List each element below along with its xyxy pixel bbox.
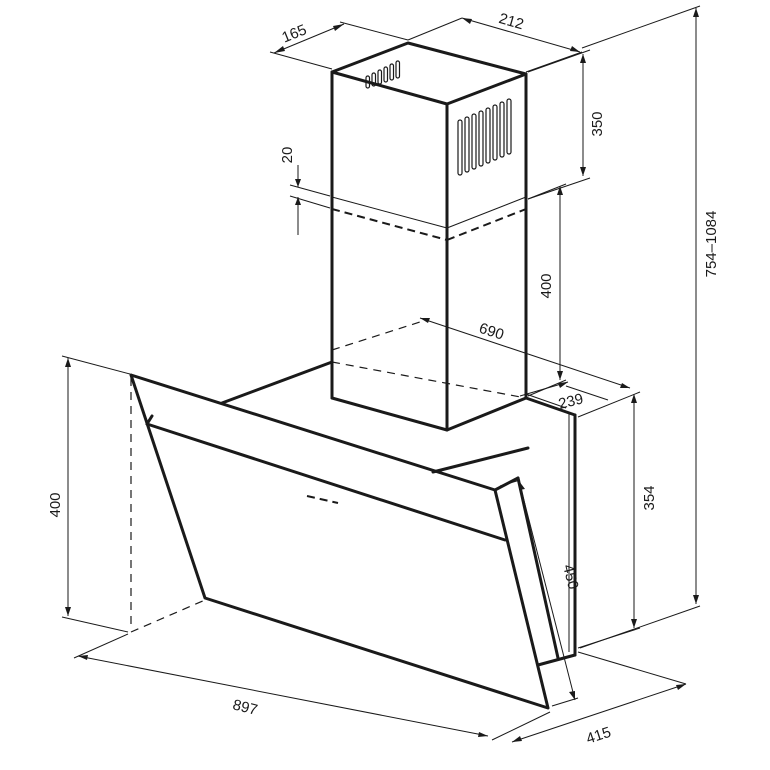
label-chimney-overlap: 20 xyxy=(279,147,296,164)
label-hood-width-top: 690 xyxy=(477,320,506,344)
hood-right-bottom xyxy=(536,653,577,667)
dim-chimney-lower-height: 400 xyxy=(527,183,567,397)
label-chimney-upper-height: 350 xyxy=(589,111,606,136)
chimney-joint-line-right xyxy=(446,196,527,229)
vent-grille-rear xyxy=(365,60,401,89)
chimney-bottom-left xyxy=(330,396,449,432)
label-overall-height: 754–1084 xyxy=(703,211,720,278)
vent-grille-side xyxy=(457,98,512,176)
dim-chimney-overlap: 20 xyxy=(279,147,331,235)
dim-hood-depth-bottom: 415 xyxy=(511,651,687,748)
glass-top-band-left xyxy=(145,414,154,426)
hood-top-back-left xyxy=(220,360,334,405)
dim-chimney-depth: 165 xyxy=(269,21,409,70)
dim-hood-width-top: 690 xyxy=(419,317,631,389)
label-hood-width-bottom: 897 xyxy=(231,696,259,719)
label-chimney-lower-height: 400 xyxy=(538,273,555,298)
glass-right-back xyxy=(516,476,560,660)
label-body-height-right: 354 xyxy=(641,485,658,510)
control-buttons xyxy=(306,495,339,504)
chimney-top-rim xyxy=(330,41,528,106)
label-chimney-width: 212 xyxy=(497,10,526,33)
label-body-height-left: 400 xyxy=(47,492,64,517)
label-glass-height: 450 xyxy=(559,563,582,591)
chimney-joint-hidden-left xyxy=(331,208,448,241)
dim-body-height-left: 400 xyxy=(47,355,131,633)
label-hood-depth-top: 239 xyxy=(557,390,585,413)
chimney-joint-hidden-right xyxy=(446,208,527,241)
dim-glass-height: 450 xyxy=(499,479,582,707)
label-chimney-depth: 165 xyxy=(280,21,310,46)
chimney xyxy=(330,41,528,432)
hood-body xyxy=(129,321,577,710)
hood-top-right-edge-inner xyxy=(525,393,567,409)
chimney-joint-line-left xyxy=(331,196,448,229)
hood-top-right-edge xyxy=(524,396,577,417)
label-hood-depth-bottom: 415 xyxy=(584,724,613,748)
dim-hood-width-bottom: 897 xyxy=(73,633,551,741)
glass-panel-outline xyxy=(129,373,550,710)
dim-chimney-upper-height: 350 xyxy=(527,49,606,200)
hood-body-lower-back xyxy=(431,446,530,474)
hood-top-hidden-back xyxy=(331,321,421,351)
hood-top-hidden-diag xyxy=(331,361,527,399)
hood-hidden-bottom xyxy=(130,599,206,633)
chimney-bottom-right xyxy=(445,396,528,432)
dim-overall-height: 754–1084 xyxy=(579,5,720,649)
dim-hood-depth-top: 239 xyxy=(519,381,609,413)
dim-chimney-width: 212 xyxy=(407,10,583,73)
dim-body-height-right: 354 xyxy=(577,391,658,649)
glass-top-band-lower xyxy=(145,422,507,542)
